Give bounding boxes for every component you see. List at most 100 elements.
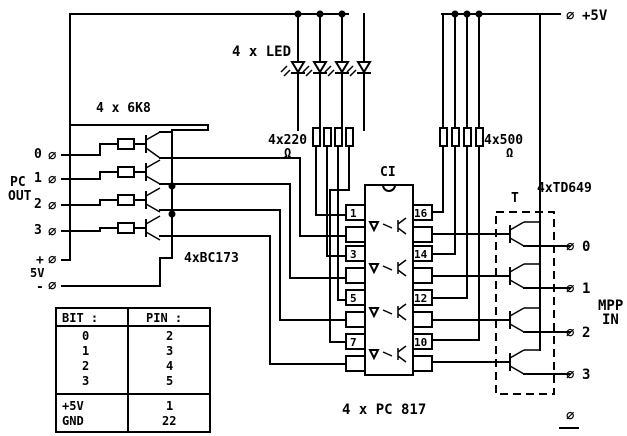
pin-3 xyxy=(345,245,366,262)
pin-2 xyxy=(345,226,366,243)
supply-top-terminal: ∅ xyxy=(566,8,575,24)
input-label-3: 3 xyxy=(34,223,42,238)
pin-label-left-3: 7 xyxy=(350,336,357,349)
resistor-500-unit: Ω xyxy=(506,146,513,160)
input-wire-0 xyxy=(61,143,119,156)
darlington-block xyxy=(495,211,555,395)
table-bit-3: 3 xyxy=(82,374,89,388)
output-terminal-1: ∅ xyxy=(566,281,575,297)
emitter-common-top xyxy=(69,124,209,133)
resistor-500-0 xyxy=(439,127,448,147)
resistor-220-label: 4x220 xyxy=(268,133,307,148)
resistor-220-unit: Ω xyxy=(284,146,291,160)
input-terminal-3: ∅ xyxy=(48,224,57,240)
output-label-3: 3 xyxy=(582,367,590,383)
pin-13 xyxy=(412,267,433,284)
pinout-table xyxy=(55,307,211,433)
table-power-pin-0: 1 xyxy=(166,399,173,413)
output-label-1: 1 xyxy=(582,281,590,297)
output-label-2: 2 xyxy=(582,325,590,341)
resistor-6k8-1 xyxy=(117,166,135,178)
supply-plus-label: + xyxy=(36,253,44,268)
resistor-6k8-label: 4 x 6K8 xyxy=(96,101,151,116)
resistor-220-3 xyxy=(345,127,354,147)
input-terminal-1: ∅ xyxy=(48,172,57,188)
led-2 xyxy=(324,61,350,77)
optocoupler-ic xyxy=(364,184,414,376)
resistor-6k8-0 xyxy=(117,138,135,150)
pin-5 xyxy=(345,289,366,306)
darlington-3 xyxy=(509,349,571,375)
pull-to-pin14 xyxy=(431,145,456,255)
input-terminal-0: ∅ xyxy=(48,148,57,164)
junction-dot xyxy=(168,210,176,218)
table-power-bit-0: +5V xyxy=(62,399,84,413)
anode-wire-3 xyxy=(329,145,350,343)
output-terminal-2: ∅ xyxy=(566,325,575,341)
pin-label-right-1: 14 xyxy=(414,248,428,261)
leds-label: 4 x LED xyxy=(232,44,291,60)
output-terminal-3: ∅ xyxy=(566,367,575,383)
junction-dot xyxy=(168,182,176,190)
resistor-500-label: 4x500 xyxy=(484,133,523,148)
resistor-500-2 xyxy=(463,127,472,147)
anode-wire-0 xyxy=(315,145,347,216)
pin-label-right-0: 16 xyxy=(414,207,428,220)
pin-label-right-2: 12 xyxy=(414,292,427,305)
supply-top-label: +5V xyxy=(582,8,608,24)
pin-15 xyxy=(412,226,433,243)
pin-label-left-1: 3 xyxy=(350,248,357,261)
pull-to-pin10 xyxy=(431,145,480,341)
darlington-t-label: T xyxy=(511,191,519,206)
table-pin-1: 3 xyxy=(166,344,173,358)
table-pin-2: 4 xyxy=(166,359,173,373)
input-wire-1 xyxy=(61,171,119,180)
led-0 xyxy=(280,61,306,77)
opto-label: 4 x PC 817 xyxy=(342,402,426,418)
pin-4 xyxy=(345,267,366,284)
anode-wire-2 xyxy=(337,145,347,301)
darlington-label: 4xTD649 xyxy=(537,181,592,196)
table-bit-1: 1 xyxy=(82,344,89,358)
input-label-2: 2 xyxy=(34,197,42,212)
pin-label-left-2: 5 xyxy=(350,292,357,305)
mpp-label-1: MPP xyxy=(598,298,623,314)
opto-channel-2 xyxy=(368,303,407,321)
darlington-2 xyxy=(509,307,571,333)
pin-11 xyxy=(412,311,433,328)
output-terminal-0: ∅ xyxy=(566,239,575,255)
ground-symbol: ∅ xyxy=(566,408,575,424)
cathode-wire-3 xyxy=(159,235,347,365)
resistor-220-2 xyxy=(334,127,343,147)
table-pin-3: 5 xyxy=(166,374,173,388)
input-terminal-2: ∅ xyxy=(48,198,57,214)
table-pin-0: 2 xyxy=(166,329,173,343)
supply-minus-wire xyxy=(61,257,173,287)
output-label-0: 0 xyxy=(582,239,590,255)
opto-channel-3 xyxy=(368,345,407,363)
resistor-220-1 xyxy=(323,127,332,147)
table-bit-0: 0 xyxy=(82,329,89,343)
table-bit-2: 2 xyxy=(82,359,89,373)
mpp-label-2: IN xyxy=(602,312,619,328)
transistor-3 xyxy=(145,215,161,241)
pin-10 xyxy=(412,333,433,350)
supply-minus-label: - xyxy=(36,280,44,295)
pull-to-pin16 xyxy=(431,145,444,213)
transistor-0 xyxy=(145,131,161,159)
table-header-bit: BIT : xyxy=(62,311,98,325)
pc-out-label-1: PC xyxy=(10,175,26,190)
transistor-label: 4xBC173 xyxy=(184,251,239,266)
led-1 xyxy=(302,61,328,77)
supply-5v-label: 5V xyxy=(30,266,44,280)
pin-9 xyxy=(412,355,433,372)
ic-label: CI xyxy=(380,165,396,180)
led-3 xyxy=(346,61,372,77)
transistor-1 xyxy=(145,159,161,185)
cathode-wire-2 xyxy=(159,209,347,321)
ic-notch xyxy=(381,183,397,192)
resistor-220-0 xyxy=(312,127,321,147)
resistor-500-1 xyxy=(451,127,460,147)
